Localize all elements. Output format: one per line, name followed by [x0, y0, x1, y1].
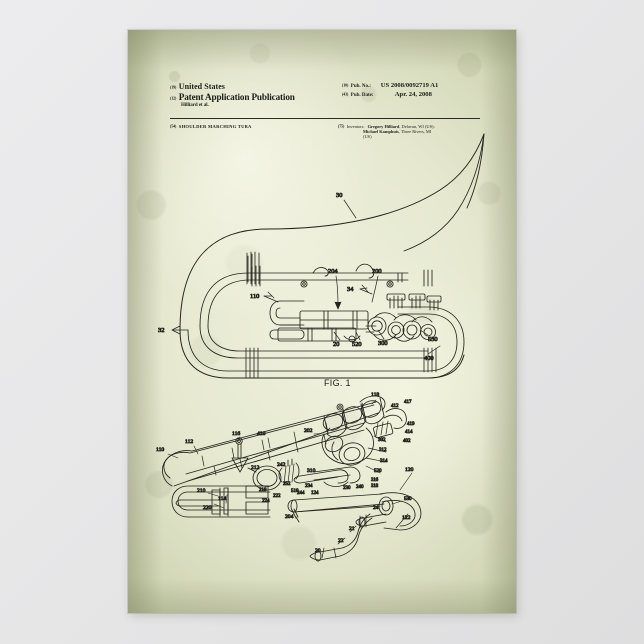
svg-text:312: 312	[379, 448, 387, 453]
drawings-svg: 30 32 110 204 200 34 20 520 300 530 400	[156, 133, 485, 562]
svg-text:110: 110	[156, 447, 164, 453]
svg-text:120: 120	[405, 467, 414, 473]
inventor-1-name: Gregory Hilliard	[367, 124, 400, 129]
svg-text:419: 419	[407, 422, 415, 427]
svg-text:240: 240	[356, 485, 364, 490]
svg-text:224: 224	[262, 499, 270, 504]
svg-text:520: 520	[352, 341, 362, 348]
svg-text:252: 252	[283, 482, 291, 487]
svg-text:318: 318	[371, 484, 379, 489]
svg-text:520: 520	[374, 469, 382, 474]
svg-text:114: 114	[218, 496, 226, 502]
svg-text:230: 230	[343, 486, 351, 491]
svg-text:510: 510	[291, 489, 299, 494]
figure-2-drawing: 110 112 114 116 118 410 412 417 419 414 …	[156, 392, 422, 562]
svg-text:234: 234	[305, 484, 313, 489]
svg-text:414: 414	[405, 430, 413, 435]
country-line: (19) United States	[170, 82, 342, 91]
code-75: (75)	[338, 123, 345, 129]
doctype-line: (12) Patent Application Publication	[170, 91, 342, 102]
document-type: Patent Application Publication	[178, 91, 295, 102]
country-name: United States	[178, 82, 225, 91]
svg-text:212: 212	[251, 465, 260, 471]
svg-text:314: 314	[380, 459, 388, 464]
inventor-2-name: Michael Kamphuis	[363, 129, 399, 134]
svg-text:21: 21	[349, 526, 355, 532]
svg-text:530: 530	[428, 336, 438, 343]
svg-text:417: 417	[404, 400, 412, 405]
figure-1-drawing: 30 32 110 204 200 34 20 520 300 530 400	[158, 133, 485, 379]
header-left-column: (19) United States (12) Patent Applicati…	[170, 82, 342, 108]
header-authors: Hilliard et al.	[181, 103, 209, 108]
svg-text:220: 220	[203, 505, 212, 511]
inventor-2-location: , Three Rivers, MI	[398, 129, 432, 134]
svg-text:402: 402	[403, 439, 411, 444]
svg-text:34: 34	[347, 286, 354, 293]
inventors-line: (75) Inventors: Gregory Hilliard, Delava…	[338, 124, 482, 129]
code-19: (19)	[170, 84, 177, 90]
pub-no-value: US 2008/0092719 A1	[380, 82, 439, 89]
svg-text:412: 412	[391, 404, 399, 409]
publication-number-row: (10) Pub. No.: US 2008/0092719 A1	[342, 82, 480, 89]
title-inventor-row: (54) SHOULDER MARCHING TUBA (75) Invento…	[170, 124, 482, 139]
inventors-column: (75) Inventors: Gregory Hilliard, Delava…	[338, 124, 482, 139]
svg-text:302: 302	[378, 438, 386, 443]
invention-title: SHOULDER MARCHING TUBA	[178, 124, 252, 129]
code-12: (12)	[170, 95, 177, 101]
inventor-1-location: , Delavan, WI (US);	[399, 124, 435, 129]
pub-no-label: Pub. No.:	[350, 84, 371, 89]
title-line: (54) SHOULDER MARCHING TUBA	[170, 124, 338, 129]
svg-text:116: 116	[232, 431, 240, 437]
inventor-2-line: Michael Kamphuis, Three Rivers, MI	[363, 129, 482, 134]
svg-text:204: 204	[285, 514, 294, 520]
svg-text:300: 300	[378, 340, 388, 347]
svg-text:242: 242	[277, 462, 286, 468]
publication-date-row: (43) Pub. Date: Apr. 24, 2008	[342, 91, 480, 98]
svg-text:122: 122	[402, 515, 411, 521]
pub-date-value: Apr. 24, 2008	[394, 91, 432, 99]
svg-text:202: 202	[304, 428, 313, 434]
patent-poster: (19) United States (12) Patent Applicati…	[128, 30, 516, 613]
svg-text:112: 112	[185, 439, 193, 445]
code-10: (10)	[342, 82, 349, 88]
svg-text:204: 204	[328, 268, 338, 275]
svg-text:410: 410	[257, 431, 266, 437]
svg-text:244: 244	[297, 491, 305, 496]
svg-text:316: 316	[371, 478, 379, 483]
svg-text:30: 30	[336, 192, 342, 199]
svg-text:400: 400	[424, 355, 434, 362]
svg-text:530: 530	[404, 497, 412, 502]
header-right-column: (10) Pub. No.: US 2008/0092719 A1 (43) P…	[342, 82, 480, 108]
svg-text:222: 222	[273, 494, 281, 499]
code-43: (43)	[342, 91, 349, 97]
poster-sheet-content: (19) United States (12) Patent Applicati…	[128, 30, 516, 613]
svg-text:20: 20	[333, 341, 339, 348]
inventor-2-country: (US)	[363, 134, 372, 139]
svg-text:218: 218	[259, 488, 267, 493]
figure-1-label: FIG. 1	[324, 378, 351, 388]
pub-date-label: Pub. Date:	[350, 93, 374, 99]
svg-text:32: 32	[158, 327, 164, 334]
inventors-label: Inventors:	[346, 124, 365, 129]
svg-text:22: 22	[338, 538, 344, 544]
svg-text:110: 110	[250, 293, 259, 300]
header-divider-rule	[170, 118, 480, 119]
patent-header: (19) United States (12) Patent Applicati…	[170, 82, 480, 108]
svg-text:310: 310	[307, 468, 316, 474]
code-54: (54)	[170, 123, 177, 129]
svg-text:124: 124	[311, 491, 319, 496]
svg-text:118: 118	[371, 392, 379, 398]
title-column: (54) SHOULDER MARCHING TUBA	[170, 124, 338, 139]
svg-text:200: 200	[372, 268, 382, 275]
svg-text:20: 20	[315, 548, 321, 554]
patent-drawings: 30 32 110 204 200 34 20 520 300 530 400	[128, 30, 516, 613]
svg-text:210: 210	[197, 488, 206, 494]
svg-text:24: 24	[373, 505, 379, 511]
